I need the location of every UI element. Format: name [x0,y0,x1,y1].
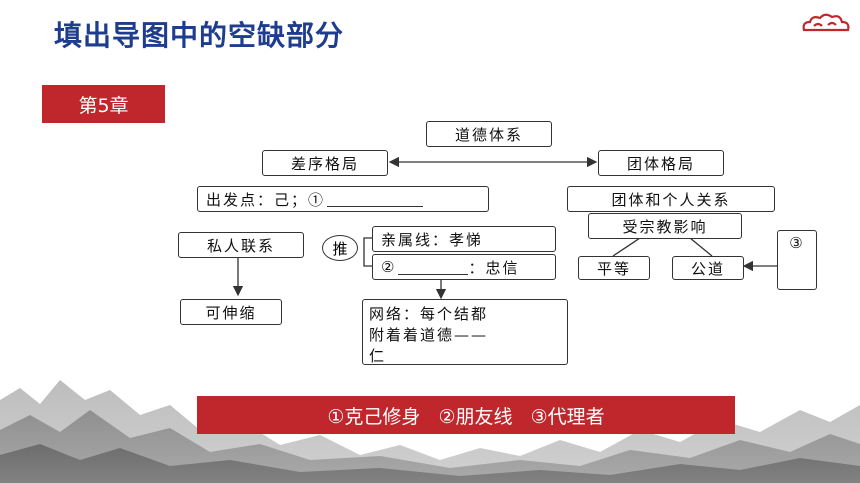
node-starting-point: 出发点：己；① [197,186,489,212]
node-push: 推 [322,235,358,261]
node-differential-pattern: 差序格局 [262,150,388,176]
node-group-individual: 团体和个人关系 [567,186,775,212]
node-private-relation: 私人联系 [178,232,304,258]
page-title: 填出导图中的空缺部分 [54,19,345,52]
chapter-tag: 第5章 [42,85,165,123]
node-justice: 公道 [672,256,744,280]
network-line-2: 附着着道德—— [369,326,489,344]
node-kin-line: 亲属线：孝悌 [372,226,556,252]
node-equality: 平等 [578,256,650,280]
node-network: 网络：每个结都 附着着道德—— 仁 [362,299,568,365]
node-blank-line: ② ：忠信 [372,254,556,280]
starting-point-text: 出发点：己；① [206,190,326,209]
network-line-1: 网络：每个结都 [369,305,489,323]
node-blank-3: ③ [777,230,817,290]
node-stretchable: 可伸缩 [180,299,282,325]
blank-1 [327,192,424,207]
blank-line-suffix: ：忠信 [468,258,520,277]
answer-bar: ①克己修身 ②朋友线 ③代理者 [197,396,735,434]
node-religion-influence: 受宗教影响 [588,213,742,239]
auspicious-cloud-icon [802,13,850,32]
node-group-pattern: 团体格局 [598,150,724,176]
blank-line-marker: ② [381,258,397,276]
node-moral-system: 道德体系 [426,121,552,147]
blank-2 [398,260,469,275]
